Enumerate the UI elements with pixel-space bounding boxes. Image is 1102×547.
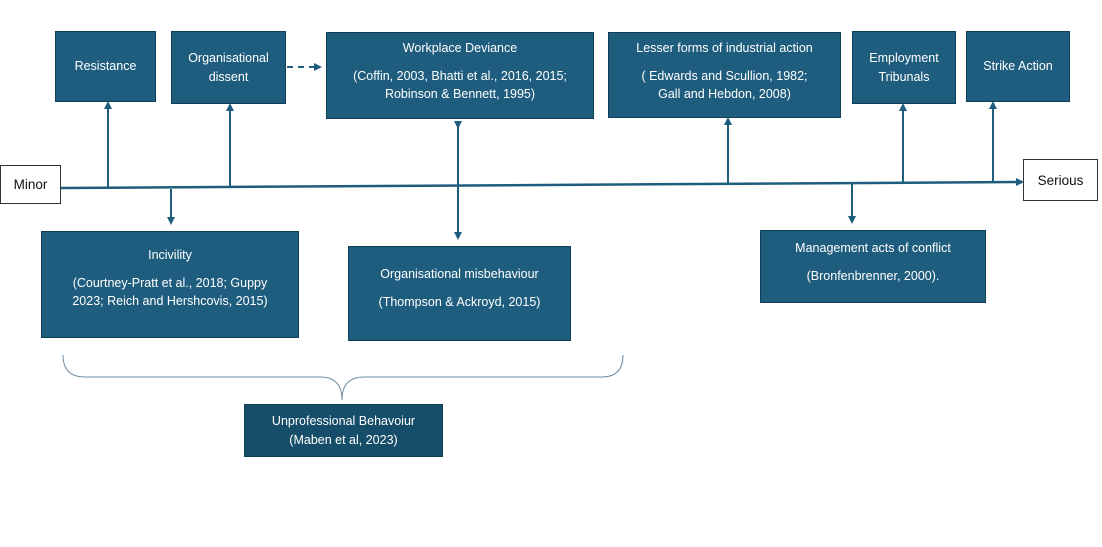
serious-label-box: Serious [1023,159,1098,201]
tribunals-line-2: Tribunals [878,69,930,84]
resistance-box: Resistance [55,31,156,102]
management-conflict-box: Management acts of conflict (Bronfenbren… [760,230,986,303]
dissent-line-2: dissent [208,69,249,84]
strike-label: Strike Action [983,59,1053,74]
industrial-ref-2: Gall and Hebdon, 2008) [658,87,791,102]
unprofessional-behaviour-box: Unprofessional Behavoiur (Maben et al, 2… [244,404,443,457]
management-title: Management acts of conflict [795,241,951,255]
incivility-ref-1: (Courtney-Pratt et al., 2018; Guppy [72,276,268,291]
tribunals-line-1: Employment [869,51,939,66]
minor-label: Minor [13,177,48,192]
organisational-misbehaviour-box: Organisational misbehaviour (Thompson & … [348,246,571,341]
unprofessional-ref: (Maben et al, 2023) [289,432,398,447]
incivility-box: Incivility (Courtney-Pratt et al., 2018;… [41,231,299,338]
workplace-deviance-box: Workplace Deviance (Coffin, 2003, Bhatti… [326,32,594,119]
management-ref: (Bronfenbrenner, 2000). [806,269,940,284]
industrial-title: Lesser forms of industrial action [636,41,813,55]
continuum-axis-line [60,178,1024,190]
incivility-ref-2: 2023; Reich and Hershcovis, 2015) [72,294,268,309]
resistance-label: Resistance [74,59,137,74]
misbehaviour-ref: (Thompson & Ackroyd, 2015) [378,295,541,310]
employment-tribunals-box: Employment Tribunals [852,31,956,104]
incivility-title: Incivility [148,248,192,262]
misbehaviour-title: Organisational misbehaviour [380,267,539,281]
serious-label: Serious [1037,172,1084,188]
deviance-ref-2: Robinson & Bennett, 1995) [384,87,536,102]
minor-label-box: Minor [0,165,61,204]
deviance-ref-1: (Coffin, 2003, Bhatti et al., 2016, 2015… [353,69,567,84]
unprofessional-title: Unprofessional Behavoiur [271,414,416,429]
deviance-title: Workplace Deviance [402,41,518,55]
industrial-ref-1: ( Edwards and Scullion, 1982; [641,69,808,84]
strike-action-box: Strike Action [966,31,1070,102]
organisational-dissent-box: Organisational dissent [171,31,286,104]
industrial-action-box: Lesser forms of industrial action ( Edwa… [608,32,841,118]
dissent-line-1: Organisational [188,51,269,66]
grouping-brace [62,354,624,401]
